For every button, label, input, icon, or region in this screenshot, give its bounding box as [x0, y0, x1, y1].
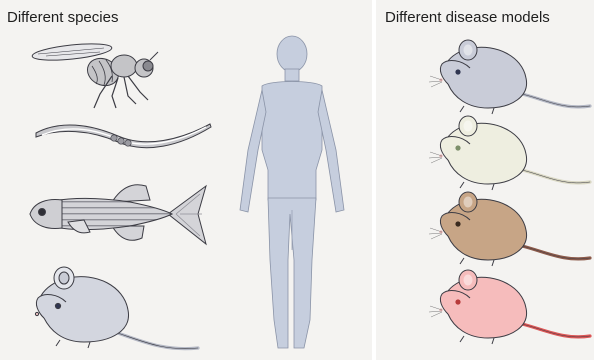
mouse-model-1-illustration [429, 40, 590, 114]
fruit-fly-illustration [31, 41, 158, 108]
mouse-illustration [35, 267, 198, 349]
mouse-model-4-illustration [429, 270, 590, 344]
disease-model-illustrations [376, 0, 594, 360]
zebrafish-illustration [30, 185, 206, 244]
species-illustrations [0, 0, 372, 360]
disease-models-panel: Different disease models [376, 0, 594, 360]
nematode-worm-illustration [36, 124, 211, 148]
human-illustration [240, 36, 344, 348]
mouse-model-2-illustration [429, 116, 590, 190]
species-panel: Different species [0, 0, 372, 360]
mouse-model-3-illustration [429, 192, 590, 266]
